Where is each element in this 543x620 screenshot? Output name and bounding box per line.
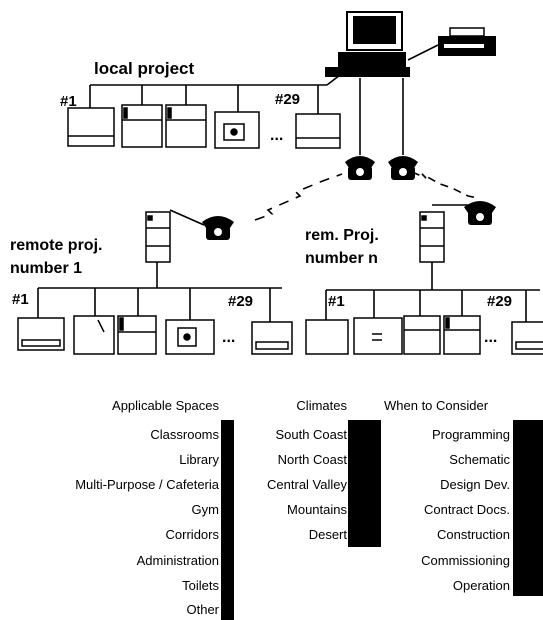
workstation-icon [67, 107, 115, 147]
cabinet-icon [117, 315, 157, 355]
climate-item: Central Valley [267, 477, 347, 492]
remoten-node-first-label: #1 [328, 293, 345, 310]
phone-icon [345, 156, 375, 180]
climate-item: North Coast [277, 452, 347, 467]
workstation-icon [251, 321, 293, 355]
space-item: Other [186, 602, 219, 617]
when-to-consider-bar [513, 420, 543, 596]
phone-icon [464, 201, 496, 225]
oven-icon [165, 319, 215, 355]
climates-bar [348, 420, 381, 547]
remoten-label-line2: number n [305, 250, 378, 267]
space-item: Multi-Purpose / Cafeteria [75, 477, 219, 492]
local-node-last-label: #29 [275, 91, 300, 108]
phone-icon [388, 156, 418, 180]
space-item: Administration [136, 553, 219, 568]
local-project-label: local project [94, 59, 194, 78]
when-to-consider-header: When to Consider [384, 398, 489, 413]
phase-item: Operation [452, 578, 510, 593]
phone-link-remote1 [254, 173, 343, 221]
space-item: Corridors [165, 527, 219, 542]
local-ellipsis: ... [270, 127, 283, 144]
local-node-first-label: #1 [60, 93, 77, 110]
remote1-node-first-label: #1 [12, 291, 29, 308]
cabinet-icon [165, 104, 207, 148]
workstation-icon [295, 113, 341, 149]
phone-link-remoten [411, 171, 479, 199]
cabinet-icon [121, 104, 163, 148]
oven-icon [353, 317, 403, 355]
phase-item: Commissioning [421, 553, 510, 568]
printer-icon [438, 27, 496, 56]
workstation-icon [305, 319, 349, 355]
applicable-spaces-bar [221, 420, 234, 620]
phase-item: Construction [437, 527, 510, 542]
phone-icon [202, 216, 234, 240]
workstation-icon [17, 317, 65, 351]
oven-icon [214, 111, 260, 149]
workstation-icon [511, 321, 543, 355]
remote1-node-last-label: #29 [228, 293, 253, 310]
space-item: Toilets [182, 578, 219, 593]
network-diagram: local project #1 #29 ... remote proj. nu… [10, 11, 543, 355]
cabinet-icon [443, 315, 481, 355]
climate-item: Desert [308, 527, 347, 542]
remoten-ellipsis: ... [484, 329, 497, 346]
climate-item: South Coast [275, 427, 347, 442]
remoten-label-line1: rem. Proj. [305, 227, 379, 244]
remoten-node-last-label: #29 [487, 293, 512, 310]
phase-item: Programming [431, 427, 510, 442]
climates-header: Climates [296, 398, 347, 413]
space-item: Gym [191, 502, 219, 517]
space-item: Classrooms [150, 427, 219, 442]
space-item: Library [179, 452, 219, 467]
cabinet-icon [73, 315, 115, 355]
remote1-label-line1: remote proj. [10, 237, 102, 254]
cabinet-icon [403, 315, 441, 355]
applicable-spaces-header: Applicable Spaces [112, 398, 219, 413]
phase-item: Schematic [449, 452, 510, 467]
server-cabinet-icon [145, 211, 171, 263]
climate-item: Mountains [287, 502, 347, 517]
phase-item: Design Dev. [440, 477, 510, 492]
remote1-label-line2: number 1 [10, 260, 82, 277]
remote1-ellipsis: ... [222, 329, 235, 346]
computer-icon [325, 11, 410, 77]
phase-item: Contract Docs. [424, 502, 510, 517]
server-cabinet-icon [419, 211, 445, 263]
